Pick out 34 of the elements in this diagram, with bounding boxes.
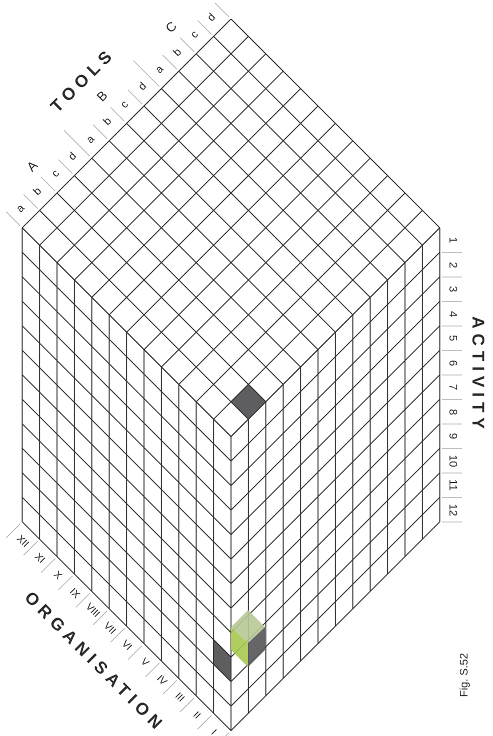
column-label: b xyxy=(171,46,184,59)
row-label: II xyxy=(190,710,202,721)
column-label: a xyxy=(84,133,97,146)
row-label: XII xyxy=(14,534,30,550)
group-label: A xyxy=(24,158,40,174)
row-label: III xyxy=(172,692,185,705)
row-label: 6 xyxy=(446,360,458,366)
column-label: d xyxy=(67,150,80,163)
row-label: 3 xyxy=(446,286,458,292)
row-label: 11 xyxy=(446,480,458,491)
row-label: 2 xyxy=(446,262,458,268)
row-label: I xyxy=(208,728,218,736)
row-label: 5 xyxy=(446,335,458,342)
column-label: d xyxy=(136,81,149,94)
column-label: c xyxy=(50,168,62,180)
row-label: 1 xyxy=(446,237,458,244)
figure-number: Fig. S.52 xyxy=(460,652,470,698)
column-label: a xyxy=(154,64,166,76)
column-label: c xyxy=(189,29,201,41)
row-label: 10 xyxy=(446,454,458,467)
column-label: c xyxy=(119,98,132,111)
column-label: b xyxy=(102,116,114,128)
axis-title: ACTIVITY xyxy=(470,316,486,434)
column-label: a xyxy=(14,203,27,216)
column-label: d xyxy=(206,12,218,24)
row-label: X xyxy=(50,570,63,582)
group-label: C xyxy=(163,18,180,35)
row-label: 7 xyxy=(446,384,458,390)
row-label: 12 xyxy=(446,504,458,516)
column-label: b xyxy=(32,186,44,198)
row-label: XI xyxy=(32,552,46,566)
row-label: 8 xyxy=(446,408,458,415)
row-label: 9 xyxy=(446,433,458,440)
row-label: 4 xyxy=(446,310,458,317)
